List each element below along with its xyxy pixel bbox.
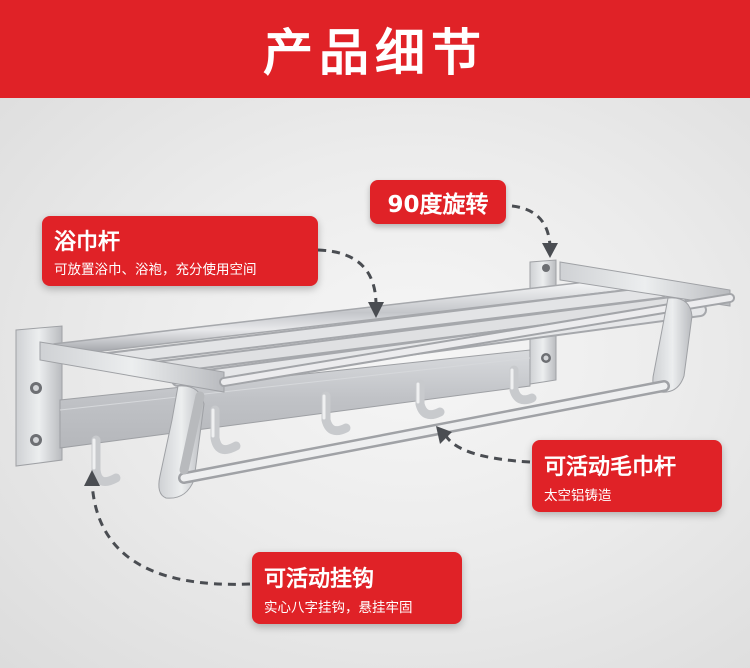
arrow-head-icon xyxy=(368,302,384,318)
page-header-banner: 产品细节 xyxy=(0,0,750,98)
page-title: 产品细节 xyxy=(263,24,487,82)
callout-towel-rod: 浴巾杆 可放置浴巾、浴袍，充分使用空间 xyxy=(42,216,318,286)
callout-rotate: 90度旋转 xyxy=(370,180,506,224)
arrow-head-icon xyxy=(84,470,100,486)
arrow-head-icon xyxy=(436,426,452,444)
callout-movable-hook: 可活动挂钩 实心八字挂钩，悬挂牢固 xyxy=(252,552,462,624)
callout-movable-bar: 可活动毛巾杆 太空铝铸造 xyxy=(532,440,722,512)
callout-movable-hook-subtitle: 实心八字挂钩，悬挂牢固 xyxy=(264,600,413,616)
callout-towel-rod-title: 浴巾杆 xyxy=(54,230,121,255)
callout-movable-hook-title: 可活动挂钩 xyxy=(264,567,375,592)
callout-rotate-title: 90度旋转 xyxy=(387,192,489,218)
callout-towel-rod-subtitle: 可放置浴巾、浴袍，充分使用空间 xyxy=(54,262,257,278)
arrow-head-icon xyxy=(542,243,558,258)
hooks xyxy=(91,365,537,487)
callout-movable-bar-subtitle: 太空铝铸造 xyxy=(544,488,612,504)
callout-movable-bar-title: 可活动毛巾杆 xyxy=(544,455,677,480)
